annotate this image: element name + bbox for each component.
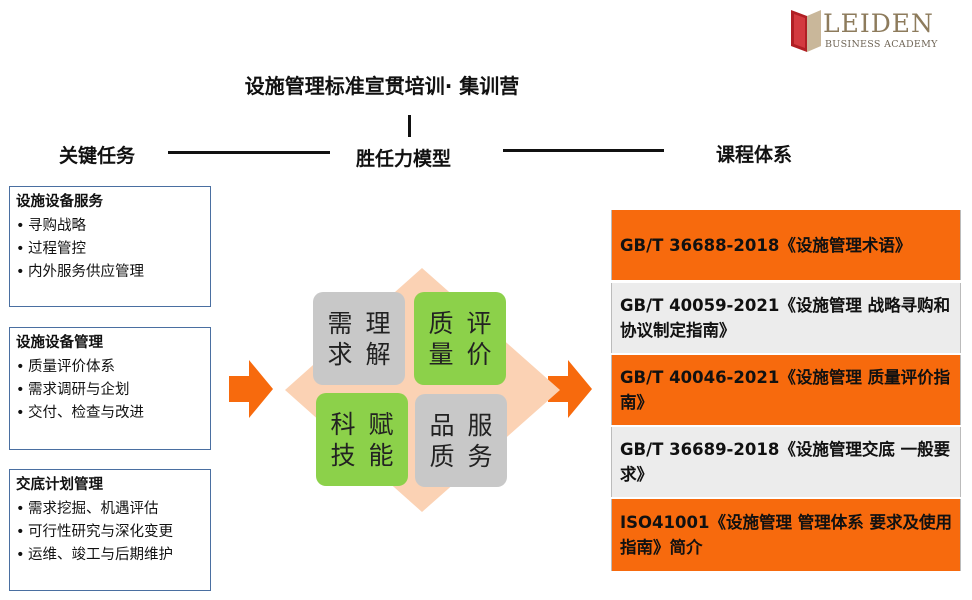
heading-course-system: 课程体系 (716, 144, 793, 166)
brand-name: LEIDEN (823, 9, 934, 38)
task-item: •可行性研究与深化变更 (16, 521, 204, 544)
task-item: •寻购战略 (16, 215, 204, 238)
leiden-logo: LEIDEN BUSINESS ACADEMY (789, 8, 959, 58)
course-item: GB/T 40059-2021《设施管理 战略寻购和协议制定指南》 (611, 283, 961, 353)
page-title: 设施管理标准宣贯培训· 集训营 (244, 74, 520, 98)
task-box-facility-management: 设施设备管理 •质量评价体系 •需求调研与企划 •交付、检查与改进 (9, 327, 211, 450)
bullet-icon: • (16, 405, 25, 421)
arrow-right-icon (229, 360, 273, 418)
task-box-handover-plan: 交底计划管理 •需求挖掘、机遇评估 •可行性研究与深化变更 •运维、竣工与后期维… (9, 469, 211, 591)
task-item: •需求调研与企划 (16, 379, 204, 402)
task-box-facility-service: 设施设备服务 •寻购战略 •过程管控 •内外服务供应管理 (9, 186, 211, 307)
task-box-title: 设施设备管理 (16, 335, 103, 351)
bullet-icon: • (16, 218, 25, 234)
course-item: ISO41001《设施管理 管理体系 要求及使用指南》简介 (611, 499, 961, 571)
bullet-icon: • (16, 264, 25, 280)
competency-cell-quality-service: 品质服务 (415, 394, 507, 487)
brand-subtitle: BUSINESS ACADEMY (825, 39, 938, 50)
bullet-icon: • (16, 547, 25, 563)
bullet-icon: • (16, 241, 25, 257)
competency-cell-demand-understanding: 需求理解 (313, 292, 405, 385)
task-item: •需求挖掘、机遇评估 (16, 498, 204, 521)
task-item: •运维、竣工与后期维护 (16, 544, 204, 567)
connector-right (503, 149, 664, 152)
task-box-title: 设施设备服务 (16, 194, 103, 210)
heading-competency-model: 胜任力模型 (356, 148, 452, 170)
arrow-right-icon (548, 360, 592, 418)
bullet-icon: • (16, 359, 25, 375)
bullet-icon: • (16, 382, 25, 398)
course-item: GB/T 36689-2018《设施管理交底 一般要求》 (611, 427, 961, 497)
competency-cell-quality-evaluation: 质量评价 (414, 292, 506, 385)
title-connector (408, 115, 411, 137)
task-item: •内外服务供应管理 (16, 261, 204, 284)
task-item: •质量评价体系 (16, 356, 204, 379)
heading-key-tasks: 关键任务 (59, 145, 136, 167)
task-item: •过程管控 (16, 238, 204, 261)
competency-cell-tech-empowerment: 科技赋能 (316, 393, 408, 486)
course-item: GB/T 36688-2018《设施管理术语》 (611, 210, 961, 280)
bullet-icon: • (16, 524, 25, 540)
book-logo-icon (791, 10, 821, 52)
task-item: •交付、检查与改进 (16, 402, 204, 425)
task-box-title: 交底计划管理 (16, 477, 103, 493)
course-item: GB/T 40046-2021《设施管理 质量评价指南》 (611, 355, 961, 425)
connector-left (168, 151, 330, 154)
bullet-icon: • (16, 501, 25, 517)
